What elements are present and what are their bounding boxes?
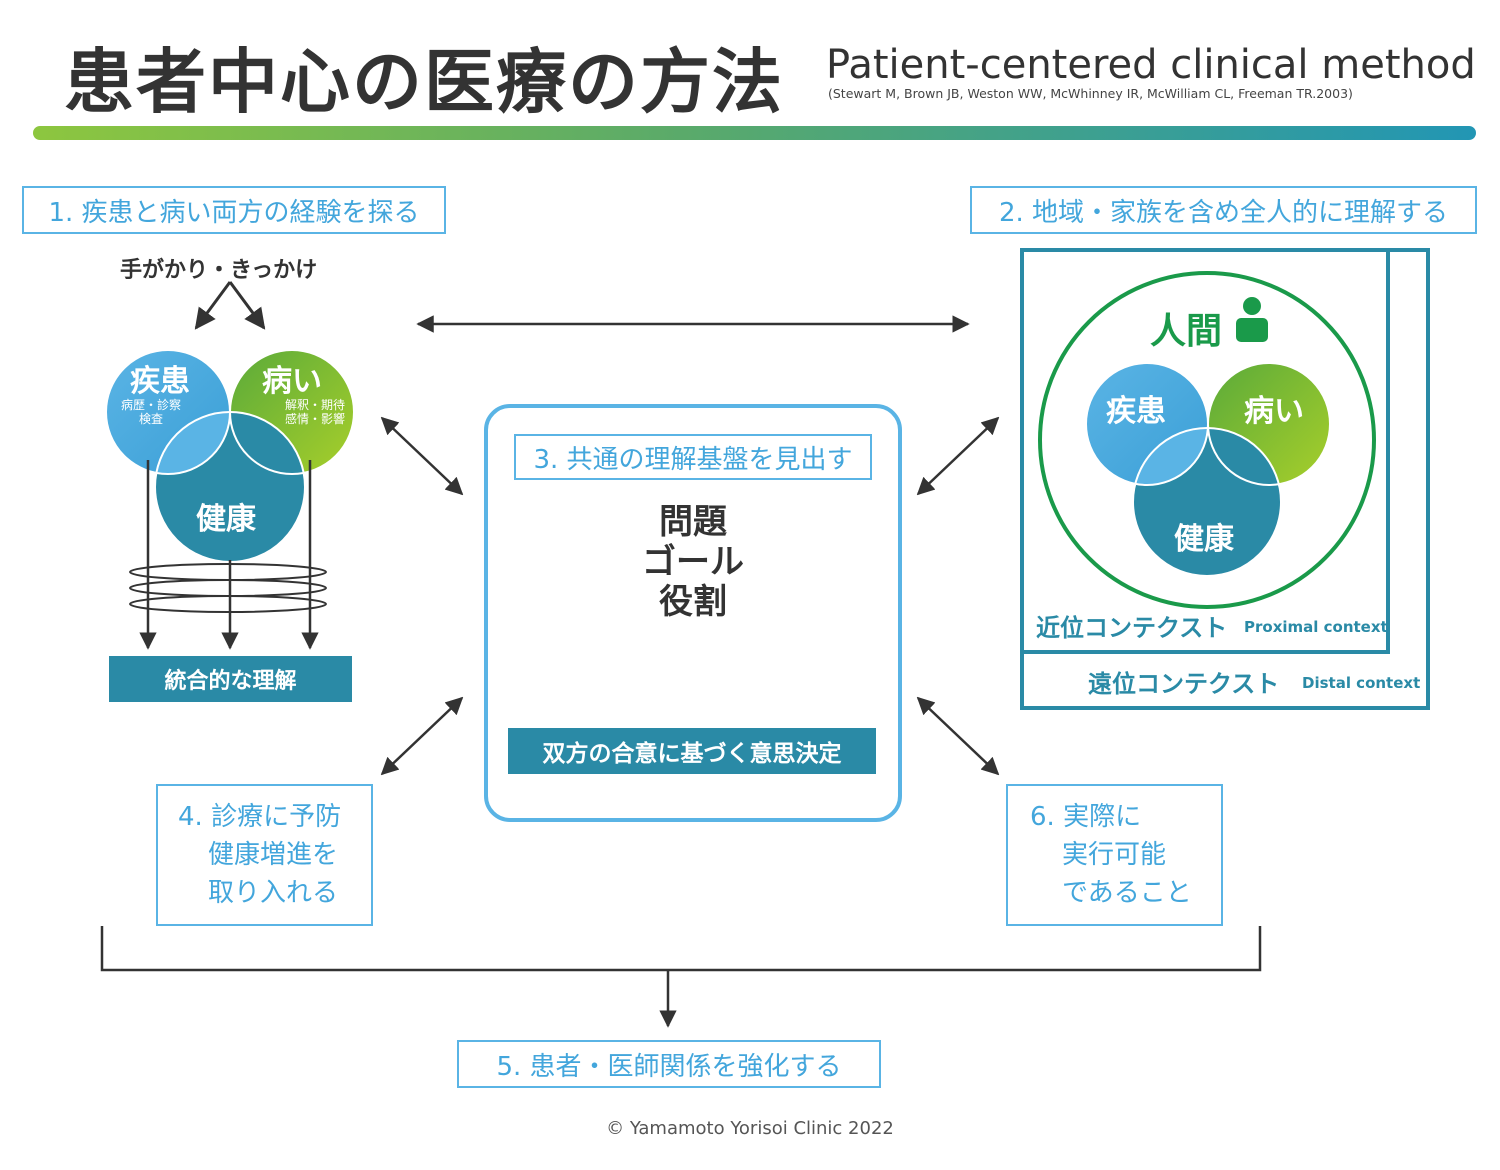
- venn2-illness-label: 病い: [1244, 394, 1304, 429]
- venn2-health-label: 健康: [1174, 522, 1234, 557]
- venn1-illness-label: 病い: [262, 364, 322, 399]
- proximal-context-frame: [1020, 248, 1390, 654]
- illness-sub-line2: 感情・影響: [284, 412, 345, 426]
- disease-sub-line1: 病歴・診察: [120, 398, 181, 412]
- proximal-context-label: 近位コンテクスト: [1036, 614, 1228, 642]
- arrow-4-3: [380, 696, 464, 776]
- component3-label: 3. 共通の理解基盤を見出す: [514, 434, 872, 480]
- page-title: 患者中心の医療の方法: [64, 41, 784, 123]
- distal-context-label: 遠位コンテクスト: [1088, 670, 1280, 698]
- component4-line3: 取り入れる: [208, 878, 339, 908]
- header-divider: [33, 126, 1476, 140]
- venn1-disease-sub: 病歴・診察 検査: [116, 398, 186, 426]
- copyright: © Yamamoto Yorisoi Clinic 2022: [606, 1118, 894, 1139]
- cue-arrow-right: [228, 281, 266, 330]
- term-problem: 問題: [659, 502, 727, 542]
- shared-decision-box: 双方の合意に基づく意思決定: [508, 728, 876, 774]
- term-role: 役割: [659, 582, 727, 622]
- bottom-bracket: [100, 926, 1262, 972]
- disease-sub-line2: 検査: [138, 412, 163, 426]
- venn1-health-label: 健康: [196, 502, 256, 537]
- illness-sub-line1: 解釈・期待: [284, 398, 345, 412]
- arrow-2-3: [916, 416, 1000, 496]
- component4-box: 4. 診療に予防 健康増進を 取り入れる: [156, 784, 373, 926]
- person-circle: [1038, 271, 1376, 609]
- person-label: 人間: [1150, 311, 1223, 352]
- cue-arrow-left: [194, 281, 232, 330]
- person-icon: [1236, 297, 1268, 342]
- venn-2: [1085, 362, 1331, 577]
- integration-spiral: [129, 563, 327, 613]
- component2-label: 2. 地域・家族を含め全人的に理解する: [970, 186, 1477, 234]
- component5-label: 5. 患者・医師関係を強化する: [457, 1040, 881, 1088]
- arrow-1-3: [380, 416, 464, 496]
- component4-line1: 4. 診療に予防: [178, 802, 342, 832]
- component1-label: 1. 疾患と病い両方の経験を探る: [22, 186, 446, 234]
- integrated-understanding-box: 統合的な理解: [109, 656, 352, 702]
- proximal-context-en: Proximal context: [1244, 618, 1388, 636]
- venn1-disease-label: 疾患: [130, 364, 190, 399]
- venn2-disease-label: 疾患: [1106, 394, 1166, 429]
- component6-line2: 実行可能: [1062, 840, 1167, 870]
- common-ground-terms: 問題 ゴール 役割: [560, 502, 826, 622]
- distal-context-en: Distal context: [1302, 674, 1421, 692]
- component6-box: 6. 実際に 実行可能 であること: [1006, 784, 1223, 926]
- page-subtitle-en: Patient-centered clinical method: [826, 42, 1476, 88]
- component6-line3: であること: [1062, 878, 1192, 908]
- citation: (Stewart M, Brown JB, Weston WW, McWhinn…: [828, 86, 1353, 101]
- venn1-illness-sub: 解釈・期待 感情・影響: [280, 398, 350, 426]
- cue-label: 手がかり・きっかけ: [120, 258, 318, 283]
- term-goal: ゴール: [642, 542, 744, 582]
- component4-line2: 健康増進を: [208, 840, 339, 870]
- component6-line1: 6. 実際に: [1030, 802, 1142, 832]
- arrow-6-3: [916, 696, 1000, 776]
- venn-1: [105, 349, 355, 563]
